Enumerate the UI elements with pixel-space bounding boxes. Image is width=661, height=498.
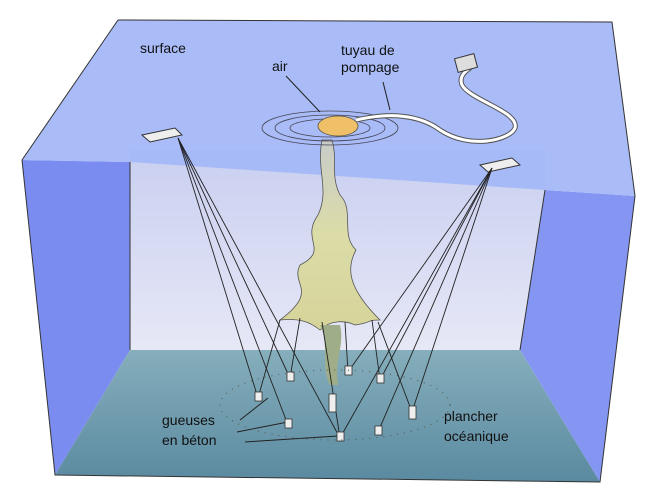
concrete-anchor: [328, 393, 337, 413]
mooring-line: [177, 137, 259, 399]
floor-label-line1: plancher: [444, 408, 498, 424]
anchors-label-line2: en béton: [162, 432, 217, 448]
plume-tether: [371, 319, 381, 381]
floor-label-line2: océanique: [444, 428, 509, 444]
pump-boat: [453, 53, 479, 73]
air-bubble: [317, 115, 359, 137]
mooring-line: [177, 137, 289, 426]
sea-floor: [55, 350, 600, 482]
mooring-line: [411, 167, 493, 413]
right-buoy: [478, 157, 522, 173]
plume-tether: [257, 319, 281, 399]
mooring-line: [377, 167, 493, 433]
mooring-line: [177, 137, 341, 439]
concrete-anchor: [336, 431, 345, 442]
plume-tether: [321, 321, 341, 439]
mooring-line: [379, 167, 493, 381]
concrete-anchor: [254, 391, 263, 402]
water-surface: [22, 20, 635, 196]
concrete-anchor: [284, 418, 293, 429]
plume-tether: [344, 321, 349, 373]
left-buoy: [140, 127, 184, 143]
mooring-line: [177, 137, 291, 379]
mooring-line: [347, 167, 493, 373]
mooring-line: [339, 167, 493, 439]
concrete-anchor: [376, 373, 385, 384]
pipe-label-line2: pompage: [341, 59, 400, 75]
right-wall: [520, 190, 635, 482]
air-plume: [278, 139, 381, 331]
concrete-anchor: [374, 425, 383, 436]
plume-tether: [377, 321, 413, 413]
pipe-label-line1: tuyau de: [341, 42, 395, 58]
plume-tether: [289, 317, 301, 379]
concrete-anchor: [286, 371, 295, 382]
concrete-anchor: [408, 405, 417, 420]
air-label: air: [272, 58, 288, 74]
anchors-label-line1: gueuses: [162, 412, 215, 428]
left-wall: [22, 160, 130, 475]
surface-label: surface: [140, 40, 186, 56]
